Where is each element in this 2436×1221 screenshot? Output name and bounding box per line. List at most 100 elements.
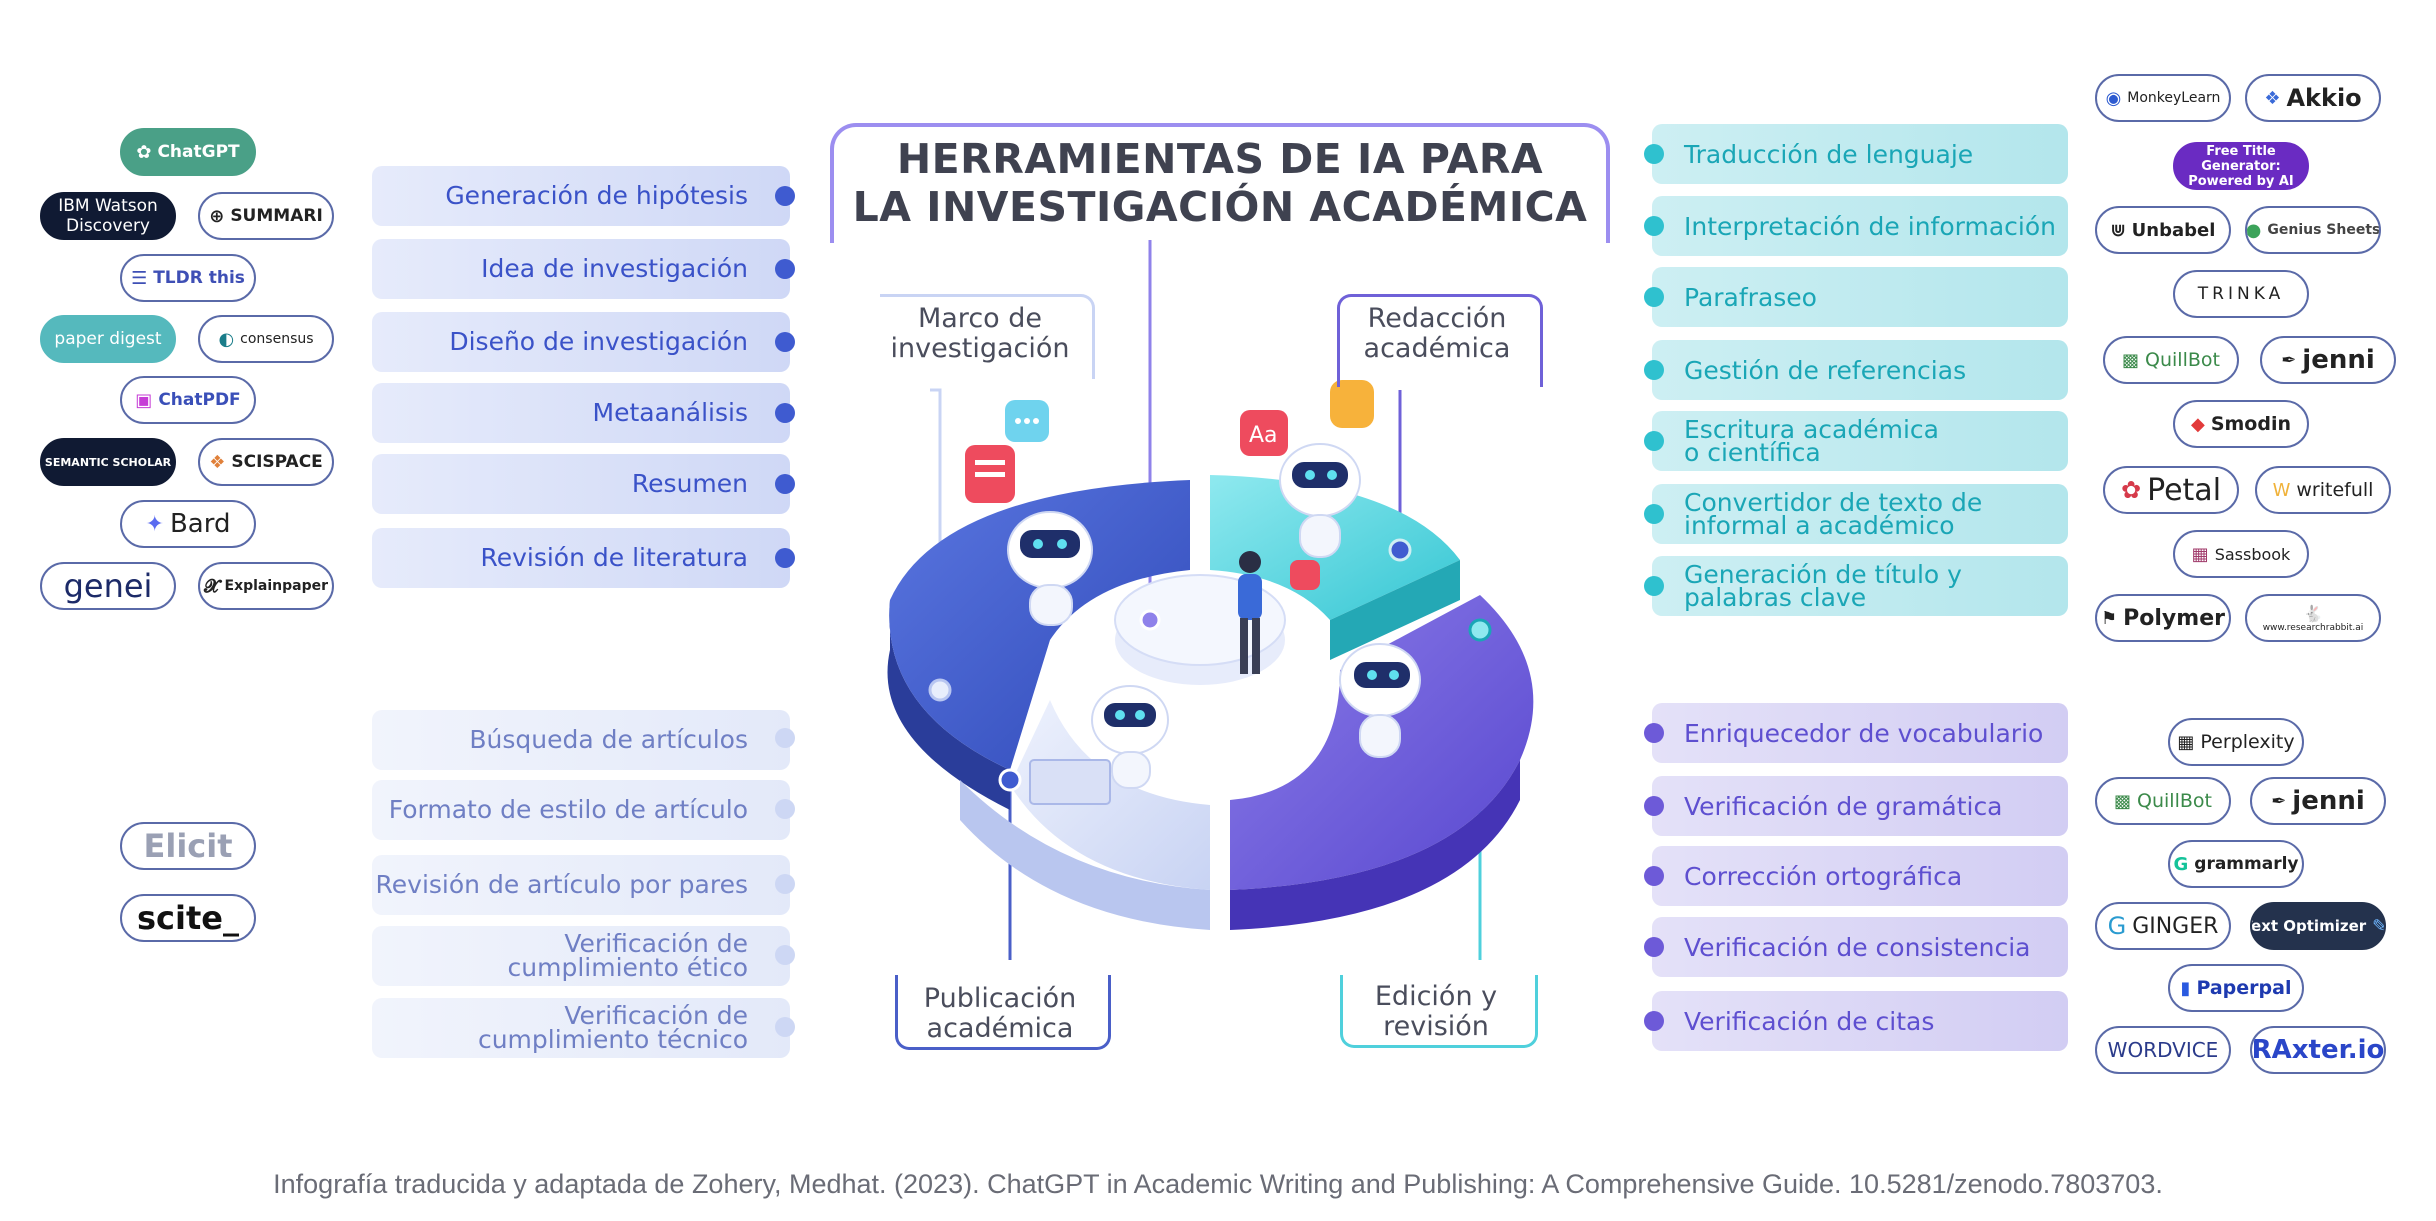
title-line-2: LA INVESTIGACIÓN ACADÉMICA: [852, 183, 1588, 231]
logo-wordvice: WORDVICE: [2095, 1026, 2231, 1074]
bullet-dot: [775, 1017, 795, 1037]
ginger-icon: G: [2107, 912, 2127, 940]
chatpdf-icon: ▣: [135, 389, 153, 411]
logo-perplexity: ▦Perplexity: [2168, 718, 2304, 766]
task-pill-revision-pares: Revisión de artículo por pares: [372, 855, 790, 915]
logo-free-title-generator: Free Title Generator: Powered by AI: [2173, 142, 2309, 190]
task-pill-consistencia: Verificación de consistencia: [1652, 917, 2068, 977]
logo-genius-sheets: ●Genius Sheets: [2245, 206, 2381, 254]
robot-right-icon: [1279, 443, 1361, 558]
quillbot-icon: ▩: [2114, 790, 2132, 812]
logo-paper-digest: paper digest: [40, 315, 176, 363]
bullet-dot: [775, 799, 795, 819]
logo-bard: ✦Bard: [120, 500, 256, 548]
logo-summari: ⊕SUMMARI: [198, 192, 334, 240]
bullet-dot: [1644, 723, 1664, 743]
section-label-redaccion: Redacción académica: [1363, 303, 1511, 364]
logo-akkio: ❖Akkio: [2245, 74, 2381, 122]
bullet-dot: [1644, 866, 1664, 886]
logo-raxter: RAxter.io: [2250, 1026, 2386, 1074]
explainpaper-icon: 𝓧: [203, 575, 219, 597]
bullet-dot: [1644, 937, 1664, 957]
logo-quillbot-2: ▩QuillBot: [2095, 777, 2231, 825]
svg-text:Aa: Aa: [1249, 423, 1278, 448]
bullet-dot: [775, 332, 795, 352]
bullet-dot: [1644, 504, 1664, 524]
quillbot-icon: ▩: [2122, 349, 2140, 371]
marco-label-frame: [880, 294, 1095, 379]
task-pill-vocabulario: Enriquecedor de vocabulario: [1652, 703, 2068, 763]
page-title: HERRAMIENTAS DE IA PARA LA INVESTIGACIÓN…: [830, 135, 1610, 231]
writefull-icon: W: [2272, 479, 2291, 501]
logo-jenni: ✒jenni: [2260, 336, 2396, 384]
pie-slice-blue-side: [887, 600, 1010, 810]
task-pill-gramatica: Verificación de gramática: [1652, 776, 2068, 836]
bullet-dot: [775, 474, 795, 494]
logo-polymer: ⚑Polymer: [2095, 594, 2231, 642]
task-pill-ortografica: Corrección ortográfica: [1652, 846, 2068, 906]
task-pill-formato: Formato de estilo de artículo: [372, 780, 790, 840]
task-pill-tecnico: Verificación de cumplimiento técnico: [372, 998, 790, 1058]
logo-elicit: Elicit: [120, 822, 256, 870]
bullet-dot: [775, 403, 795, 423]
bullet-dot: [775, 259, 795, 279]
robot-bottom-left-icon: [1029, 685, 1169, 805]
unbabel-icon: ⋓: [2110, 219, 2126, 241]
pie-slice-teal-side: [1330, 560, 1460, 660]
redaccion-label-frame: [1337, 294, 1543, 387]
paperpal-icon: ▮: [2180, 977, 2191, 999]
section-label-edicion: Edición y revisión: [1374, 981, 1498, 1042]
task-pill-revision-literatura: Revisión de literatura: [372, 528, 790, 588]
logo-ibm-watson: IBM Watson Discovery: [40, 192, 176, 240]
logo-semantic-scholar: SEMANTIC SCHOLAR: [40, 438, 176, 486]
bard-sparkle-icon: ✦: [145, 511, 164, 537]
logo-researchrabbit: 🐇www.researchrabbit.ai: [2245, 594, 2381, 642]
bullet-dot: [775, 548, 795, 568]
bullet-dot: [1644, 287, 1664, 307]
pie-slice-pale-side: [960, 780, 1210, 930]
logo-petal: ✿Petal: [2103, 466, 2239, 514]
rabbit-icon: 🐇: [2303, 603, 2323, 623]
task-pill-citas: Verificación de citas: [1652, 991, 2068, 1051]
task-pill-diseno: Diseño de investigación: [372, 312, 790, 372]
bullet-dot: [1644, 796, 1664, 816]
section-label-marco: Marco de investigación: [890, 303, 1070, 364]
logo-trinka: TRINKA: [2173, 270, 2309, 318]
bullet-dot: [775, 874, 795, 894]
task-pill-parafraseo: Parafraseo: [1652, 267, 2068, 327]
task-pill-busqueda: Búsqueda de artículos: [372, 710, 790, 770]
pencil-icon: ✎: [2372, 915, 2386, 937]
task-pill-traduccion: Traducción de lenguaje: [1652, 124, 2068, 184]
central-pie-diagram: Aa: [887, 240, 1534, 960]
task-pill-referencias: Gestión de referencias: [1652, 340, 2068, 400]
person-icon: [1238, 551, 1262, 674]
logo-text-optimizer: Text Optimizer✎: [2250, 902, 2386, 950]
bullet-dot: [775, 728, 795, 748]
logo-sassbook: ▦Sassbook: [2173, 530, 2309, 578]
consensus-icon: ◐: [218, 328, 235, 350]
logo-scispace: ❖SCISPACE: [198, 438, 334, 486]
publicacion-label-frame: [895, 975, 1111, 1050]
edicion-label-frame: [1340, 975, 1538, 1048]
citation-footer: Infografía traducida y adaptada de Zoher…: [273, 1169, 2163, 1199]
akkio-icon: ❖: [2264, 87, 2281, 109]
task-pill-convertidor: Convertidor de texto de informal a acadé…: [1652, 484, 2068, 544]
section-label-publicacion: Publicación académica: [923, 983, 1077, 1044]
connector-dot-marco: [928, 678, 952, 702]
tldr-icon: ☰: [131, 267, 148, 289]
task-pill-idea: Idea de investigación: [372, 239, 790, 299]
summari-icon: ⊕: [209, 205, 225, 227]
sassbook-icon: ▦: [2191, 543, 2209, 565]
pie-slice-blue: [889, 480, 1190, 770]
polymer-icon: ⚑: [2101, 607, 2118, 629]
smodin-icon: ◆: [2190, 413, 2205, 435]
bullet-dot: [1644, 1011, 1664, 1031]
bullet-dot: [775, 186, 795, 206]
title-line-1: HERRAMIENTAS DE IA PARA: [896, 135, 1544, 183]
bullet-dot: [775, 945, 795, 965]
translate-bubble-icon: Aa: [1240, 380, 1374, 590]
chat-bubble-icon: [965, 400, 1049, 503]
